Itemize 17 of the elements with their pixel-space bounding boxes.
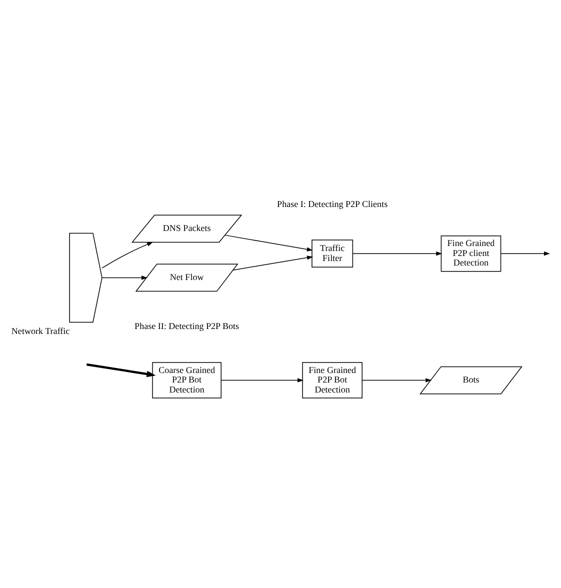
label: Phase I: Detecting P2P Clients: [277, 198, 388, 208]
arrow: [362, 378, 432, 382]
arrow: [220, 378, 304, 382]
node-box: Coarse Grained P2P Bot Detection: [152, 362, 222, 398]
node-label: Network Traffic: [11, 325, 70, 336]
arrow: [352, 250, 442, 256]
node-box: Traffic Filter: [312, 239, 354, 268]
node-arrow: [69, 232, 102, 322]
arrow: [224, 234, 313, 251]
arrow: [102, 275, 148, 280]
label: Phase II: Detecting P2P Bots: [134, 320, 240, 331]
node-box: Fine Grained P2P client Detection: [440, 235, 502, 272]
arrow: [86, 362, 156, 377]
arrow: [500, 250, 550, 256]
arrow: [232, 255, 314, 270]
node-box: Fine Grained P2P Bot Detection: [302, 362, 362, 398]
arrow: [102, 241, 154, 268]
